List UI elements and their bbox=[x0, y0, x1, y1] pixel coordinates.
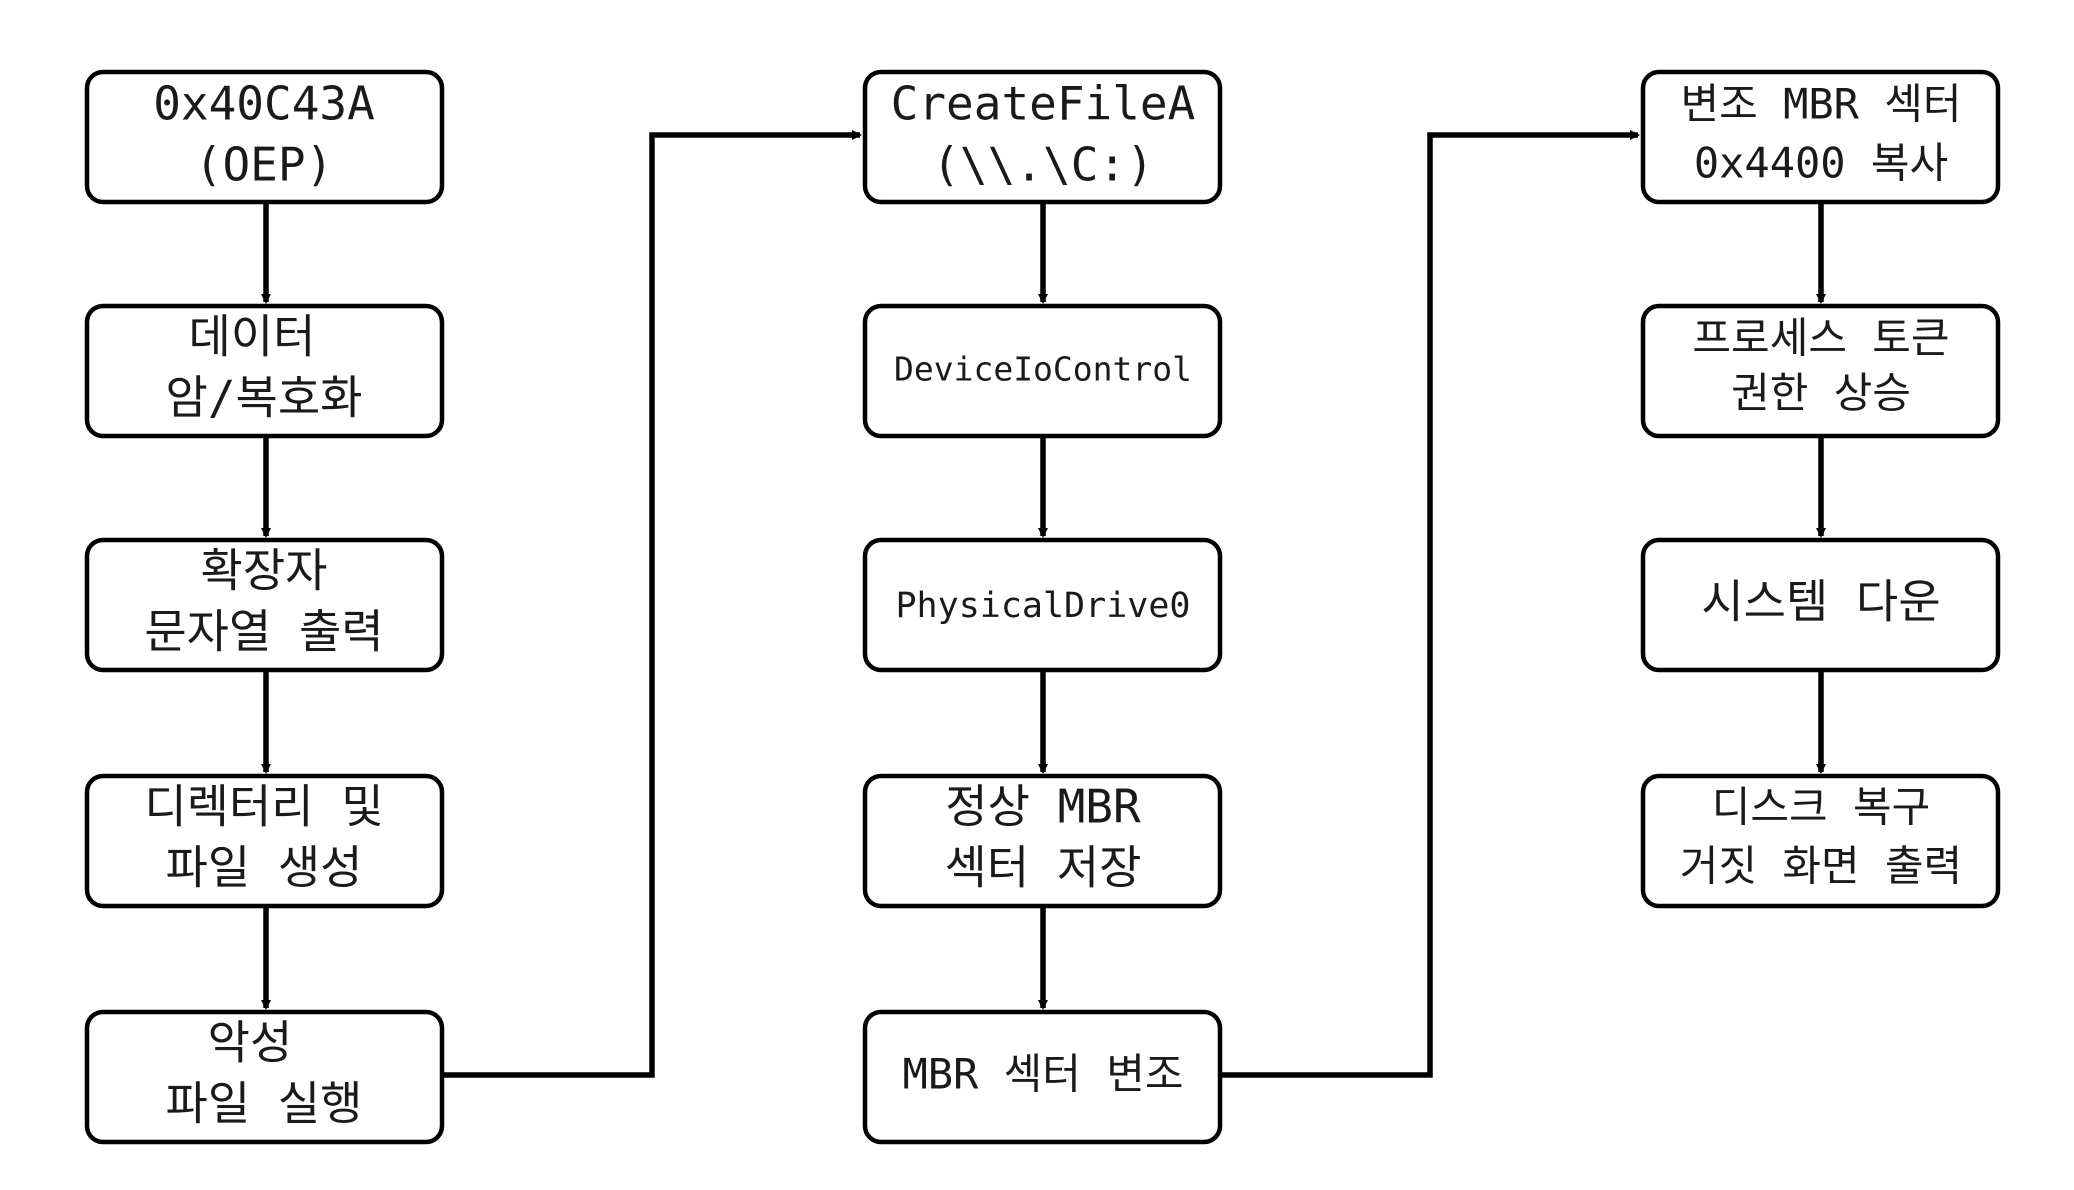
node-label-line-1: 데이터 bbox=[189, 310, 316, 364]
node-system-down: 시스템 다운 bbox=[1640, 537, 2001, 673]
node-label-line-1: PhysicalDrive0 bbox=[895, 586, 1190, 626]
node-box bbox=[84, 1009, 445, 1145]
connector-col1-to-col2 bbox=[442, 130, 862, 1078]
node-box bbox=[1640, 773, 2001, 909]
node-label-line-2: 섹터 저장 bbox=[945, 841, 1142, 895]
node-label-line-1: CreateFileA bbox=[891, 77, 1196, 131]
node-label-line-1: MBR 섹터 변조 bbox=[903, 1050, 1184, 1099]
node-label-line-1: DeviceIoControl bbox=[894, 350, 1192, 389]
node-box bbox=[862, 773, 1223, 909]
node-box bbox=[1640, 69, 2001, 205]
connector-col2-to-col3 bbox=[1220, 130, 1640, 1078]
connector-layer bbox=[261, 130, 1826, 1078]
node-dir-file-create: 디렉터리 및 파일 생성 bbox=[84, 773, 445, 909]
node-box bbox=[862, 537, 1223, 673]
node-ext-print: 확장자 문자열 출력 bbox=[84, 537, 445, 673]
node-copy-modified-mbr: 변조 MBR 섹터 0x4400 복사 bbox=[1640, 69, 2001, 205]
node-label-line-2: 0x4400 복사 bbox=[1694, 139, 1948, 188]
node-layer: 0x40C43A (OEP) 데이터 암/복호화 확장자 문자열 출력 디렉터리… bbox=[84, 69, 2001, 1145]
node-label-line-2: (OEP) bbox=[195, 138, 333, 192]
node-box bbox=[862, 1009, 1223, 1145]
node-box bbox=[862, 303, 1223, 439]
node-box bbox=[1640, 303, 2001, 439]
node-label-line-2: (\\.\C:) bbox=[932, 138, 1154, 192]
node-oep: 0x40C43A (OEP) bbox=[84, 69, 445, 205]
node-box bbox=[84, 773, 445, 909]
node-label-line-1: 프로세스 토큰 bbox=[1692, 314, 1949, 363]
node-label-line-1: 변조 MBR 섹터 bbox=[1681, 80, 1962, 129]
node-label-line-1: 0x40C43A bbox=[153, 77, 375, 131]
node-malicious-exec: 악성 파일 실행 bbox=[84, 1009, 445, 1145]
node-deviceiocontrol: DeviceIoControl bbox=[862, 303, 1223, 439]
node-box bbox=[84, 303, 445, 439]
node-createfilea: CreateFileA (\\.\C:) bbox=[862, 69, 1223, 205]
node-label-line-1: 확장자 bbox=[201, 544, 328, 598]
node-token-elevation: 프로세스 토큰 권한 상승 bbox=[1640, 303, 2001, 439]
node-label-line-1: 악성 bbox=[208, 1016, 293, 1070]
node-box bbox=[1640, 537, 2001, 673]
node-fake-disk-repair: 디스크 복구 거짓 화면 출력 bbox=[1640, 773, 2001, 909]
node-box bbox=[84, 69, 445, 205]
node-label-line-2: 파일 생성 bbox=[166, 841, 363, 895]
node-label-line-1: 정상 MBR bbox=[945, 780, 1141, 834]
node-box bbox=[84, 537, 445, 673]
node-label-line-2: 문자열 출력 bbox=[144, 605, 383, 659]
node-label-line-2: 거짓 화면 출력 bbox=[1680, 842, 1962, 891]
node-mbr-modify: MBR 섹터 변조 bbox=[862, 1009, 1223, 1145]
node-normal-mbr-save: 정상 MBR 섹터 저장 bbox=[862, 773, 1223, 909]
node-label-line-2: 암/복호화 bbox=[166, 371, 363, 425]
node-label-line-1: 디렉터리 및 bbox=[144, 780, 383, 834]
node-label-line-2: 권한 상승 bbox=[1731, 369, 1911, 418]
node-label-line-2: 파일 실행 bbox=[166, 1077, 363, 1131]
node-label-line-1: 시스템 다운 bbox=[1701, 575, 1940, 629]
node-physicaldrive0: PhysicalDrive0 bbox=[862, 537, 1223, 673]
node-data-crypt: 데이터 암/복호화 bbox=[84, 303, 445, 439]
node-label-line-1: 디스크 복구 bbox=[1712, 783, 1931, 832]
node-box bbox=[862, 69, 1223, 205]
